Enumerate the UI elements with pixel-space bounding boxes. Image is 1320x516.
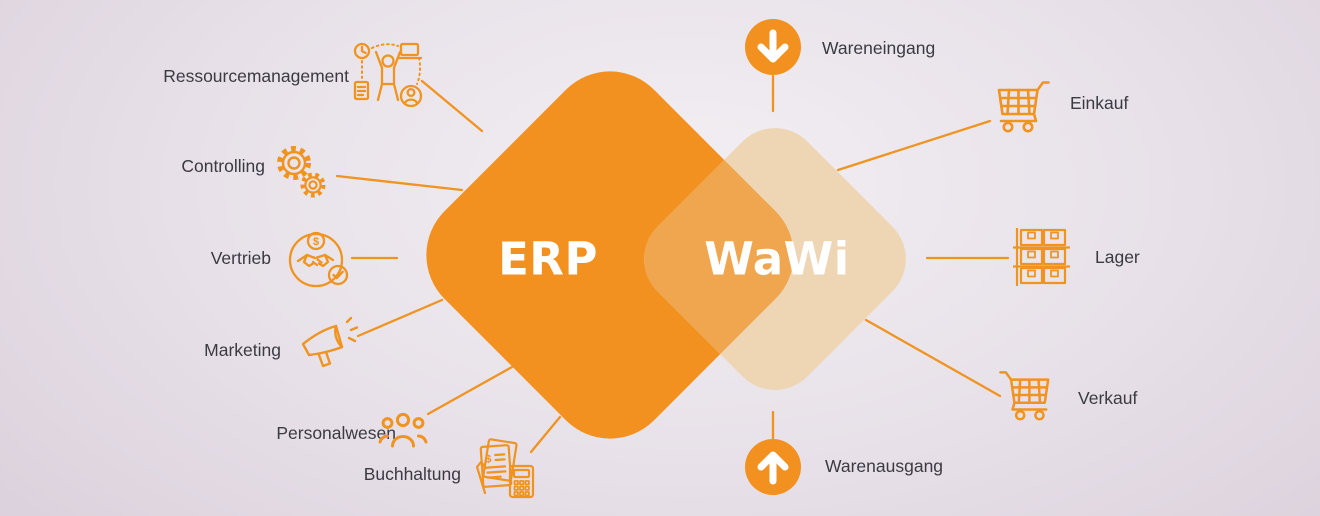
label-buchhaltung: Buchhaltung	[363, 464, 461, 484]
connector-verkauf	[864, 318, 1002, 398]
label-personalwesen: Personalwesen	[276, 423, 396, 443]
label-warenausgang: Warenausgang	[825, 456, 944, 476]
gears-icon	[268, 142, 330, 200]
label-vertrieb: Vertrieb	[210, 248, 271, 268]
erp-system-label: ERP	[498, 232, 598, 286]
connector-controlling	[335, 174, 464, 192]
invoice-calculator-icon: $	[470, 437, 536, 503]
warehouse-shelf-icon	[1013, 228, 1075, 286]
wawi-system-label: WaWi	[704, 232, 850, 286]
label-verkauf: Verkauf	[1078, 388, 1138, 408]
arrow-down-circle-icon	[745, 19, 801, 75]
label-ressourcemanagement: Ressourcemanagement	[163, 66, 349, 86]
label-wareneingang: Wareneingang	[822, 38, 936, 58]
connector-personalwesen	[426, 365, 514, 416]
connector-marketing	[356, 298, 444, 338]
connector-buchhaltung	[529, 415, 562, 454]
people-icon	[378, 410, 428, 452]
label-lager: Lager	[1095, 247, 1140, 267]
connector-einkauf	[836, 119, 992, 172]
shopping-cart-icon	[998, 370, 1054, 422]
erp-diamond	[426, 71, 794, 439]
svg-text:$: $	[313, 236, 319, 248]
shopping-cart-icon	[993, 80, 1051, 134]
connector-ressourcemanagement	[420, 79, 484, 133]
arrow-up-circle-icon	[745, 439, 801, 495]
label-einkauf: Einkauf	[1070, 93, 1129, 113]
label-controlling: Controlling	[181, 156, 265, 176]
overlap-region	[644, 128, 820, 390]
label-marketing: Marketing	[204, 340, 281, 360]
megaphone-icon	[296, 316, 362, 370]
svg-text:$: $	[485, 453, 492, 465]
sales-handshake-icon: $	[284, 224, 352, 292]
connector-lines	[335, 74, 1010, 454]
resource-management-icon	[351, 40, 425, 112]
